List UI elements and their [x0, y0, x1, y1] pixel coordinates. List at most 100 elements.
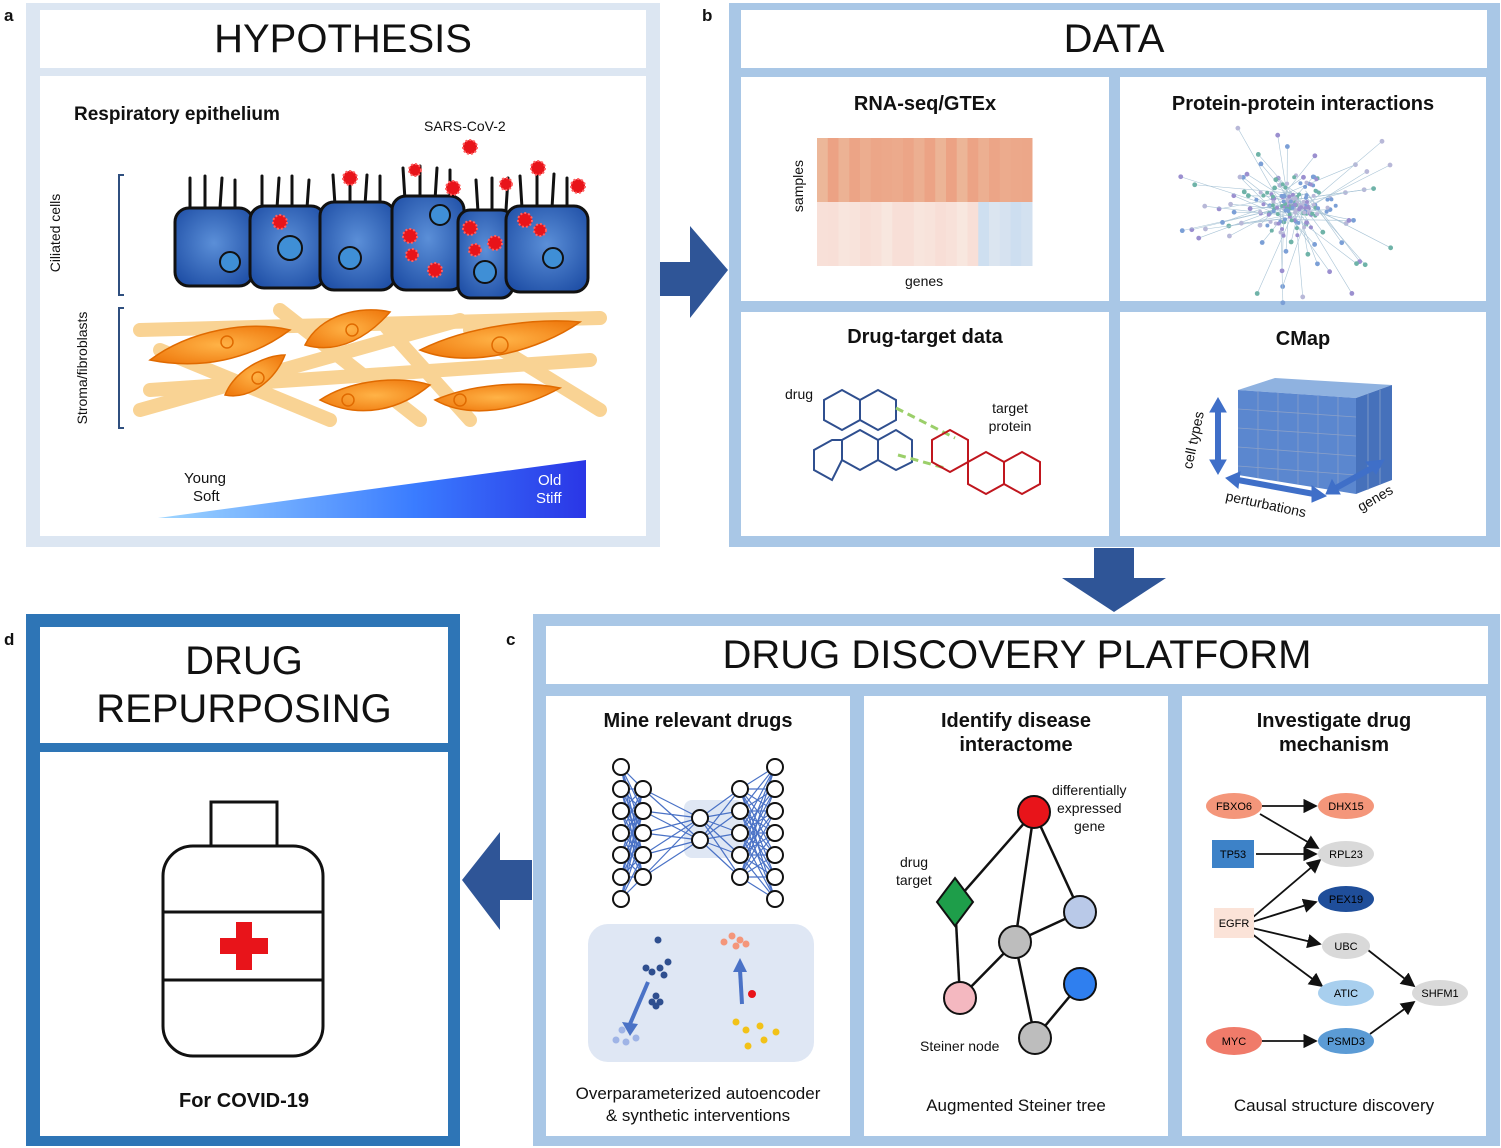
arrow-a-to-b	[660, 226, 728, 318]
heatmap-cell	[817, 138, 829, 202]
ppi-node	[1362, 262, 1368, 268]
ppi-node	[1327, 269, 1333, 275]
heatmap-cell	[913, 202, 925, 266]
cmap-title: CMap	[1275, 328, 1331, 350]
ppi-node	[1231, 209, 1237, 215]
fibroblast-cell	[318, 379, 432, 412]
ppi-node	[1192, 182, 1198, 188]
steiner-node	[1018, 1021, 1052, 1055]
drug-target-label-1: drug	[900, 854, 929, 870]
mine-drugs-box: Mine relevant drugs Overparameterized au…	[546, 696, 850, 1136]
drug-target-node	[935, 876, 975, 928]
platform-title: DRUG DISCOVERY PLATFORM	[546, 626, 1488, 684]
heatmap-cell	[881, 202, 893, 266]
mine-drugs-title: Mine relevant drugs	[603, 710, 793, 732]
gene-label-egfr: EGFR	[1219, 918, 1250, 930]
autoencoder-network	[612, 758, 784, 908]
old-label: Old	[538, 472, 562, 489]
heatmap-cell	[1021, 202, 1033, 266]
ppi-node	[1202, 203, 1208, 209]
ppi-node	[1288, 239, 1294, 245]
ppi-node	[1247, 206, 1253, 212]
age-stiffness-gradient	[158, 460, 586, 518]
ppi-node	[1305, 251, 1311, 257]
young-label: Young	[184, 470, 226, 487]
ppi-node	[1279, 268, 1285, 274]
autoencoder-neuron	[766, 802, 784, 820]
gene-label-pex19: PEX19	[1329, 894, 1363, 906]
steiner-caption: Augmented Steiner tree	[926, 1096, 1106, 1115]
fibroblast-cell	[303, 309, 392, 349]
autoencoder-neuron	[766, 868, 784, 886]
autoencoder-neuron	[612, 890, 630, 908]
ppi-node	[1388, 245, 1394, 251]
autoencoder-neuron	[634, 780, 652, 798]
fibroblast-cell	[148, 325, 292, 365]
gene-node-rpl23	[1318, 841, 1374, 867]
ppi-node	[1228, 201, 1234, 207]
repurposing-title-1: DRUG	[185, 639, 303, 683]
heatmap-cell	[1010, 202, 1022, 266]
heatmap-cell	[935, 202, 947, 266]
heatmap-cell	[892, 202, 904, 266]
repurposing-title: DRUG REPURPOSING	[40, 627, 448, 743]
ppi-node	[1343, 221, 1349, 226]
heatmap-cell	[989, 138, 1001, 202]
heatmap-cell	[999, 138, 1011, 202]
heatmap-cell	[1010, 138, 1022, 202]
heatmap-cell	[967, 202, 979, 266]
gene-node-ubc	[1322, 933, 1370, 959]
ppi-node	[1259, 240, 1265, 245]
autoencoder-neuron	[612, 780, 630, 798]
data-title: DATA	[741, 10, 1487, 68]
ppi-node	[1284, 144, 1290, 149]
heatmap-cell	[849, 138, 861, 202]
ppi-node	[1273, 177, 1279, 183]
ppi-node	[1280, 300, 1286, 306]
panel-letter-c: c	[506, 630, 516, 649]
ppi-node	[1301, 174, 1306, 180]
ppi-node	[1320, 229, 1326, 235]
ppi-node	[1371, 186, 1376, 191]
gene-node-myc	[1206, 1027, 1262, 1055]
de-gene-label-1: differentially	[1052, 782, 1127, 798]
steiner-node-label: Steiner node	[920, 1038, 1000, 1054]
autoencoder-neuron	[691, 831, 709, 849]
gene-node-shfm1	[1412, 980, 1468, 1006]
ppi-node	[1179, 228, 1185, 234]
ppi-node	[1346, 218, 1352, 223]
gene-node-tp53	[1212, 840, 1254, 868]
ppi-node	[1283, 248, 1289, 254]
ppi-node	[1315, 261, 1320, 267]
heatmap-cell	[978, 138, 990, 202]
autoencoder-neuron	[634, 846, 652, 864]
ppi-node	[1245, 193, 1251, 199]
stiff-label: Stiff	[536, 490, 562, 507]
fibroblast-cell	[418, 320, 583, 359]
autoencoder-neuron	[612, 758, 630, 776]
gene-label-shfm1: SHFM1	[1421, 988, 1458, 1000]
rnaseq-title: RNA-seq/GTEx	[853, 93, 997, 115]
gene-label-fbxo6: FBXO6	[1216, 801, 1252, 813]
ppi-node	[1238, 220, 1244, 226]
heatmap-cell	[967, 138, 979, 202]
gene-label-rpl23: RPL23	[1329, 849, 1363, 861]
rnaseq-heatmap	[817, 138, 1033, 266]
gene-label-myc: MYC	[1222, 1036, 1247, 1048]
stroma-bracket	[118, 307, 124, 429]
heatmap-cell	[946, 138, 958, 202]
ppi-node	[1364, 169, 1370, 174]
ciliated-bracket	[118, 174, 124, 296]
heatmap-cell	[838, 138, 850, 202]
gene-label-ubc: UBC	[1334, 941, 1357, 953]
ppi-node	[1300, 294, 1306, 300]
respiratory-epithelium-label: Respiratory epithelium	[74, 104, 280, 125]
heatmap-cell	[817, 202, 829, 266]
ppi-node	[1255, 152, 1261, 157]
heatmap-cell	[999, 202, 1011, 266]
fibroblast-cell	[433, 383, 563, 412]
autoencoder-caption-1: Overparameterized autoencoder	[575, 1084, 821, 1103]
